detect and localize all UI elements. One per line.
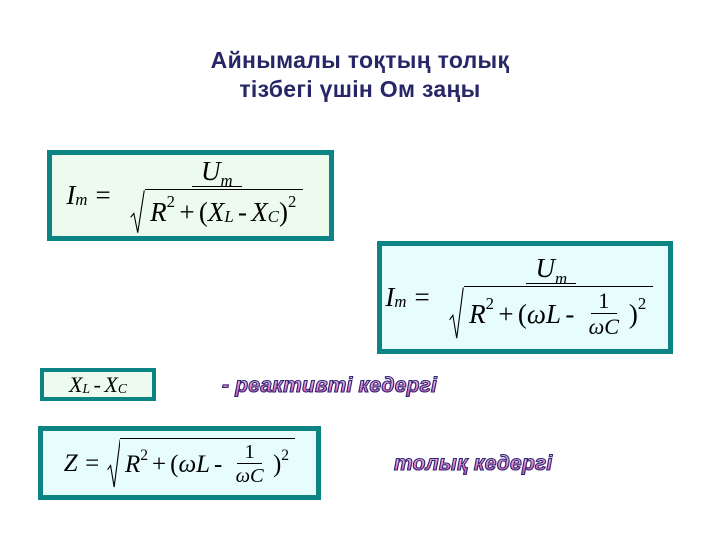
formula-1-equals: = [95, 180, 111, 210]
formula-4-open-paren: ( [170, 450, 179, 478]
slide-title-line-2: тізбегі үшін Ом заңы [239, 76, 481, 102]
formula-1-numerator-sub: m [220, 171, 233, 191]
radical-sign-icon [449, 286, 464, 339]
formula-3-xc-sub: C [117, 381, 127, 397]
formula-1-lhs: I [66, 180, 76, 210]
formula-2-plus: + [498, 298, 514, 329]
formula-1-close-paren: ) [278, 196, 288, 227]
formula-4-omega: ω [178, 450, 197, 478]
formula-4-minus: - [214, 450, 223, 478]
formula-4-inductance: L [196, 450, 211, 478]
formula-2-r-exponent: 2 [485, 294, 495, 314]
formula-1-xl-sub: L [224, 206, 234, 226]
formula-4-plus: + [152, 450, 167, 478]
formula-1-open-paren: ( [198, 196, 208, 227]
formula-2-lhs: I [385, 282, 395, 312]
slide-title-line-1: Айнымалы тоқтың толық [210, 47, 510, 73]
formula-4-inner-capacitance: C [250, 464, 264, 487]
formula-2-minus: - [565, 298, 575, 329]
formula-2-numerator-symbol: U [535, 253, 555, 284]
formula-1-minus: - [237, 196, 247, 227]
formula-1-close-exponent: 2 [287, 192, 297, 212]
formula-1-lhs-sub: m [75, 190, 88, 210]
formula-2-lhs-sub: m [394, 292, 407, 312]
formula-1-numerator-symbol: U [200, 155, 221, 186]
formula-3-xl: X [69, 371, 83, 397]
slide-title: Айнымалы тоқтың толық тізбегі үшін Ом за… [130, 46, 590, 104]
formula-3-minus: - [93, 371, 101, 397]
formula-3-xc: X [104, 371, 118, 397]
formula-2-inner-numerator: 1 [590, 290, 618, 314]
formula-2-r: R [469, 298, 486, 329]
formula-2-equals: = [414, 282, 430, 312]
formula-3-xl-sub: L [82, 381, 91, 397]
formula-4-close-paren: ) [272, 450, 282, 478]
formula-1-xl: X [207, 196, 225, 227]
formula-4-r-exponent: 2 [140, 446, 149, 464]
formula-1-xc: X [251, 196, 268, 227]
formula-4-inner-numerator: 1 [237, 442, 262, 464]
formula-1-r-exponent: 2 [166, 192, 175, 212]
formula-4-r: R [124, 450, 141, 478]
formula-2-inductance: L [545, 298, 562, 329]
formula-4-inner-omega: ω [235, 464, 251, 487]
label-reactive-impedance: - реактивті кедергі [221, 373, 438, 397]
formula-2-close-paren: ) [628, 298, 638, 329]
formula-1-plus: + [179, 196, 195, 227]
formula-1-r: R [150, 196, 167, 227]
radical-sign-icon [107, 438, 121, 488]
radical-sign-icon [130, 189, 145, 234]
formula-2-close-exponent: 2 [637, 294, 647, 314]
formula-2-inner-capacitance: C [604, 313, 619, 339]
formula-2-open-paren: ( [517, 298, 527, 329]
formula-4-close-exponent: 2 [281, 446, 290, 464]
label-total-impedance: толық кедергі [393, 451, 553, 475]
formula-2-omega: ω [526, 298, 546, 329]
formula-1-xc-sub: C [267, 206, 279, 226]
formula-2-inner-omega: ω [588, 313, 605, 339]
formula-4-equals: = [85, 449, 100, 477]
formula-4-lhs: Z [63, 449, 78, 477]
formula-2-numerator-sub: m [554, 268, 568, 288]
